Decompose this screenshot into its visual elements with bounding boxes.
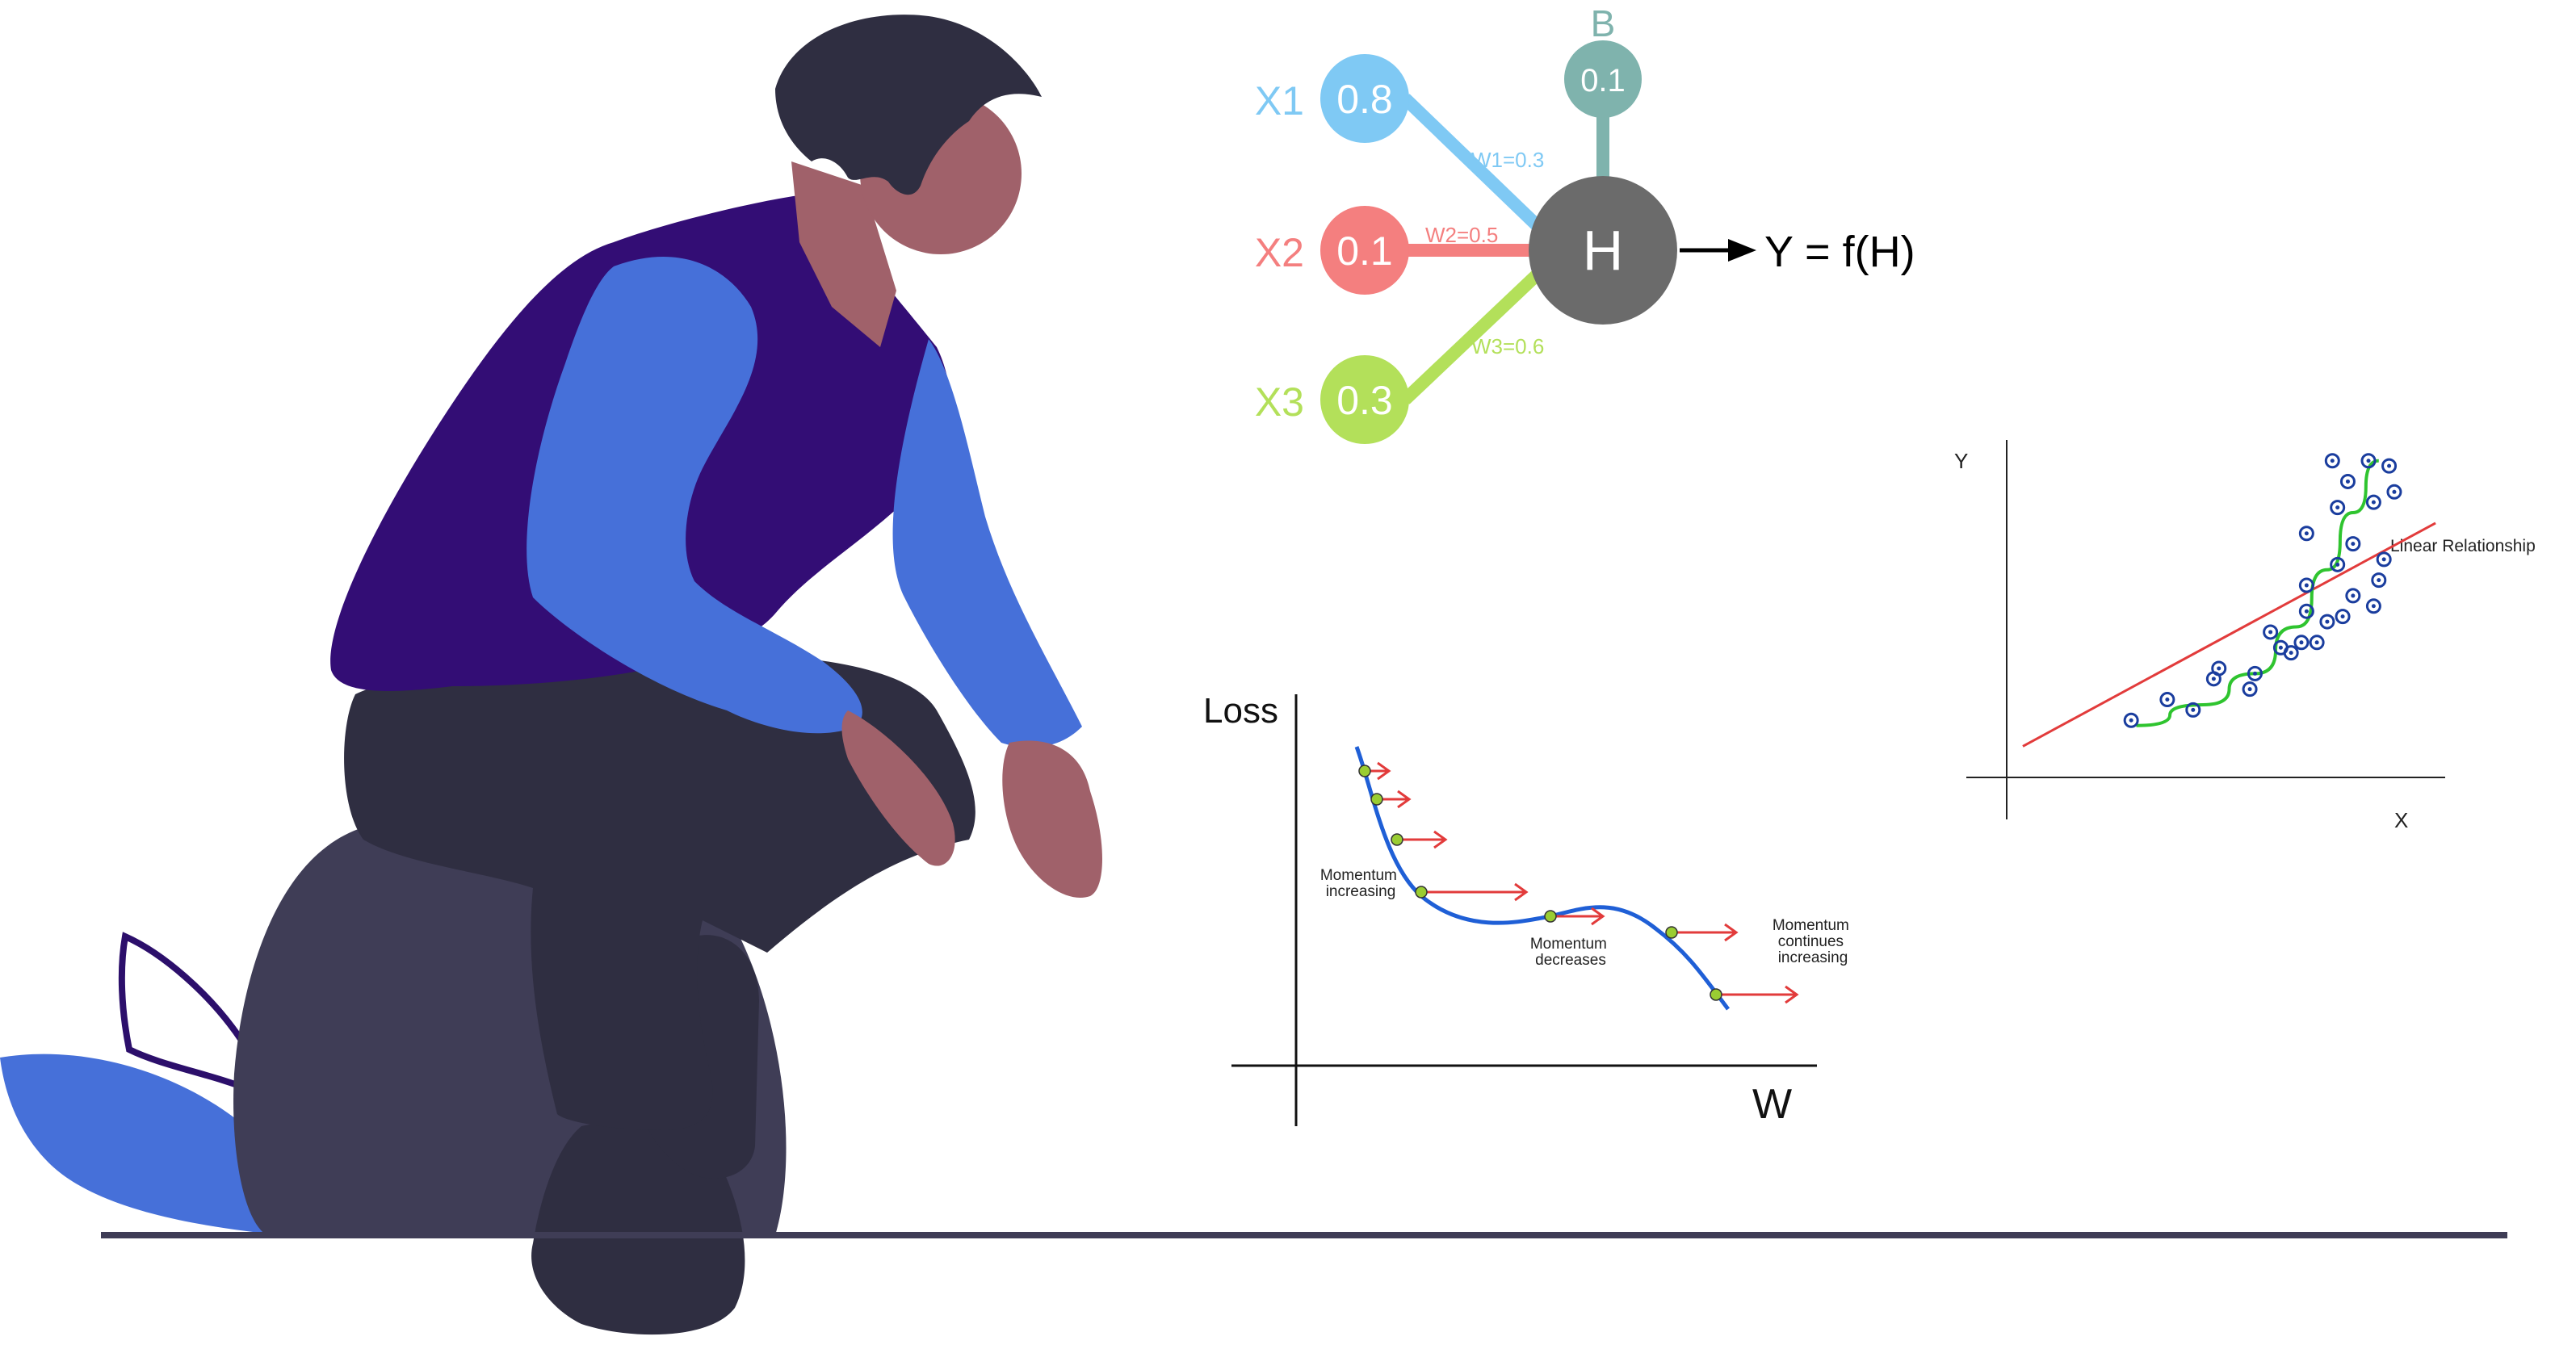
scatter-point [2263,624,2279,640]
hidden-node: H [1529,176,1677,325]
scatter-point [2345,536,2361,552]
scatter-point [2298,526,2314,542]
weight-label-w2: W2=0.5 [1425,223,1498,247]
scatter-point [2309,635,2325,651]
pants [344,654,975,1130]
scatter-point [2335,609,2351,625]
scatter-point [2330,500,2346,516]
momentum-point [1415,886,1428,899]
loss-y-label: Loss [1203,691,1278,731]
bias-value: 0.1 [1580,63,1626,98]
momentum-point [1391,833,1403,846]
annotation-momentum-decreases: Momentum decreases [1530,936,1611,969]
momentum-arrow [1358,761,1391,781]
loss-chart: Loss W Momentum increasing Momentum decr… [1203,691,1853,1128]
scatter-point [2319,614,2335,630]
momentum-point [1358,765,1371,777]
input-name-x2: X2 [1255,230,1304,275]
shirt-arm [527,257,862,734]
momentum-arrow [1415,882,1529,902]
weight-label-w1: W1=0.3 [1471,148,1544,172]
loss-curve [1354,746,1731,1011]
scatter-point [2298,577,2314,593]
person-illustration [0,15,1102,1335]
weight-label-w3: W3=0.6 [1471,334,1544,358]
scatter-point [2283,645,2299,661]
momentum-point [1710,988,1722,1001]
scatter-points [2123,453,2402,728]
shoe-back [531,1122,745,1335]
annotation-3-line-3: increasing [1778,949,1848,966]
scatter-point [2185,702,2201,718]
hand-left [841,710,955,866]
link-x3-to-h [1400,249,1563,404]
input-node-x3: 0.3 X3 [1255,355,1409,444]
output-arrow [1680,239,1756,262]
scatter-point [2386,484,2402,500]
annotation-3-line-1: Momentum [1773,917,1849,934]
loss-x-label: W [1752,1081,1792,1128]
input-value-x2: 0.1 [1336,228,1393,274]
annotation-2-line-1: Momentum [1530,936,1607,953]
input-node-x2: 0.1 X2 [1255,206,1409,295]
input-value-x1: 0.8 [1336,77,1393,122]
shirt-sleeve-right [892,339,1082,748]
link-x1-to-h [1400,94,1563,251]
scatter-point [2330,556,2346,572]
scatter-x-label: X [2394,808,2408,832]
annotation-2-line-2: decreases [1535,952,1606,969]
bias-name: B [1591,2,1616,44]
annotation-1-line-1: Momentum [1320,867,1397,884]
plant-leaf-outline [118,932,255,1096]
momentum-point [1665,926,1678,939]
hand-right [1002,740,1102,898]
nonlinear-fit-curve [2136,459,2380,727]
scatter-point [2365,494,2381,510]
scatter-point [2242,681,2258,698]
momentum-arrow [1710,985,1799,1004]
momentum-arrow [1391,830,1448,849]
bias-node: B 0.1 [1564,2,1642,118]
scatter-point [2293,635,2310,651]
annotation-momentum-increasing: Momentum increasing [1320,867,1401,900]
scatter-point [2360,453,2377,469]
scatter-point [2123,712,2139,728]
linear-relationship-label: Linear Relationship [2390,537,2536,555]
scatter-point [2371,572,2387,589]
scatter-point [2211,660,2227,677]
output-label: Y = f(H) [1764,228,1915,276]
input-value-x3: 0.3 [1336,378,1393,423]
scatter-point [2376,551,2392,568]
scatter-y-label: Y [1954,449,1968,473]
input-node-x1: 0.8 X1 [1255,54,1409,143]
scatter-point [2324,453,2340,469]
input-name-x3: X3 [1255,379,1304,425]
scatter-point [2247,665,2263,681]
momentum-point [1370,793,1383,806]
plant-leaf [0,1054,294,1235]
input-name-x1: X1 [1255,78,1304,124]
scatter-point [2381,458,2398,474]
hidden-name: H [1583,219,1624,282]
linear-fit-line [2022,522,2436,748]
hair [775,15,1042,195]
annotation-3-line-2: continues [1778,933,1844,950]
momentum-arrow [1665,923,1739,942]
momentum-point [1544,910,1557,923]
scatter-point [2339,473,2356,489]
neural-network-diagram: W1=0.3 W2=0.5 W3=0.6 0.8 X1 0.1 X2 0.3 X… [1255,2,1915,444]
scatter-point [2345,588,2361,604]
momentum-arrow [1544,907,1605,926]
scatter-point [2159,692,2175,708]
annotation-momentum-continues: Momentum continues increasing [1773,917,1853,966]
momentum-arrow [1370,790,1412,809]
scatter-chart: Y X Linear Relationship [1954,440,2536,832]
momentum-arrows [1358,761,1799,1004]
scatter-point [2298,603,2314,619]
scatter-point [2365,598,2381,614]
annotation-1-line-2: increasing [1326,883,1396,900]
